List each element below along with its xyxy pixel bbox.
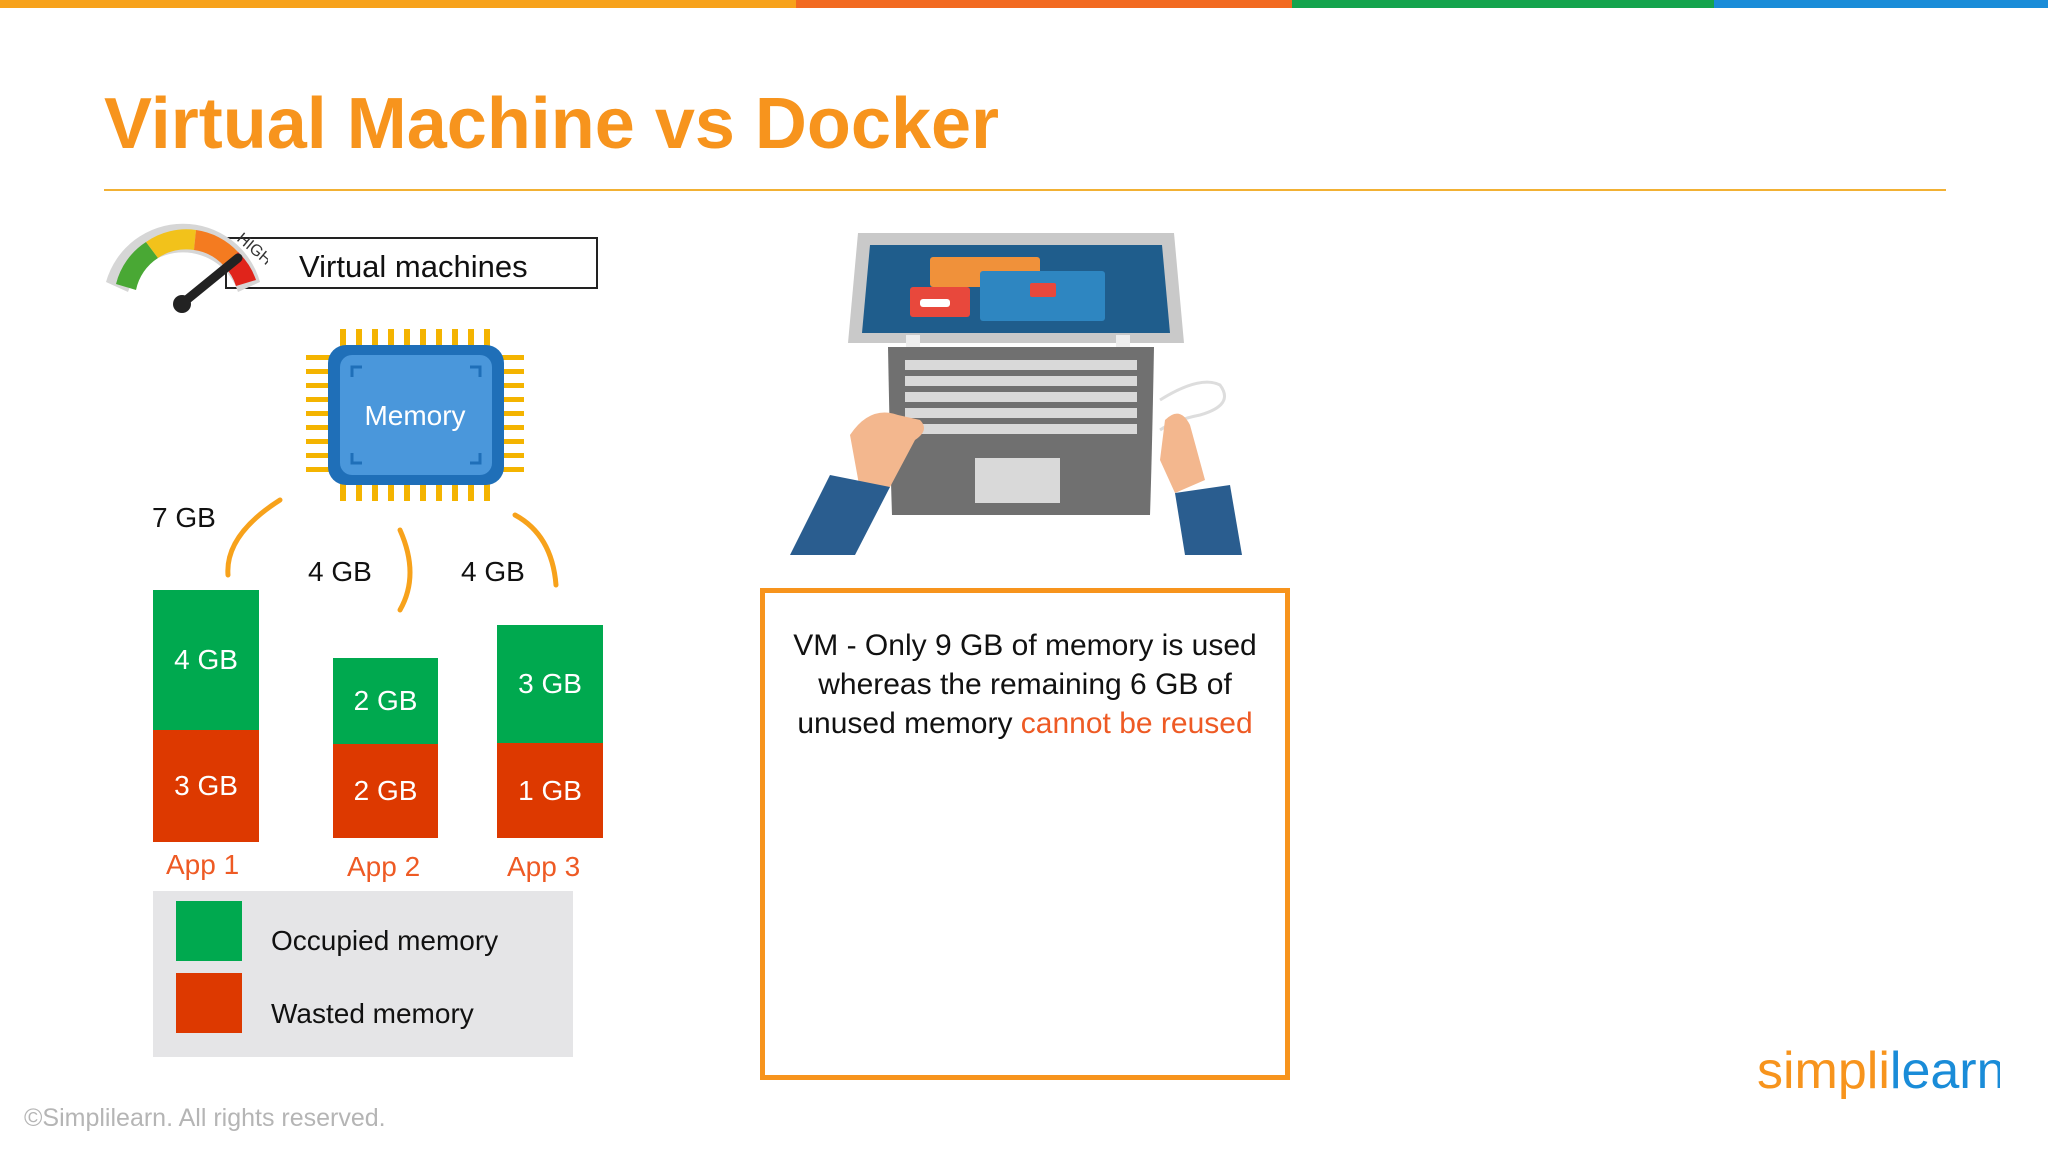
app1-occupied-bar: 4 GB: [153, 590, 259, 730]
app3-name: App 3: [507, 851, 581, 882]
app3-occupied-label: 3 GB: [518, 668, 582, 699]
info-box: VM - Only 9 GB of memory is used whereas…: [760, 588, 1290, 1080]
app1-wasted-label: 3 GB: [174, 770, 238, 801]
info-text-accent: cannot be reused: [1020, 707, 1253, 740]
app3-wasted-label: 1 GB: [518, 774, 582, 806]
allocation-app3: 4 GB: [461, 556, 525, 587]
memory-allocation-arcs: [225, 497, 559, 613]
top-bar-blue: [1714, 0, 2048, 8]
legend-occupied-label: Occupied memory: [271, 925, 499, 956]
app1-name: App 1: [166, 849, 240, 880]
top-bar-yellow: [0, 0, 796, 8]
allocation-app1: 7 GB: [152, 502, 216, 533]
memory-label: Memory: [364, 400, 466, 431]
slide-title: Virtual Machine vs Docker: [104, 84, 1000, 164]
app2-wasted-bar: 2 GB: [333, 744, 438, 838]
vm-label-box: Virtual machines: [225, 237, 598, 289]
app1-occupied-label: 4 GB: [174, 644, 238, 675]
app2-wasted-label: 2 GB: [353, 775, 418, 806]
simplilearn-logo-icon: simplilearn: [1757, 1042, 2000, 1100]
legend: Occupied memory Wasted memory: [153, 891, 573, 1057]
speedometer-icon: HIGH: [106, 223, 268, 313]
info-text-main: VM - Only 9 GB of memory is used whereas…: [793, 629, 1257, 740]
arc-app3: [512, 512, 559, 588]
app3-occupied-bar: 3 GB: [497, 625, 603, 743]
legend-wasted-label: Wasted memory: [271, 998, 474, 1029]
title-divider: [104, 189, 1946, 191]
logo-text: simplilearn: [1757, 1042, 2000, 1100]
app2-occupied-bar: 2 GB: [333, 658, 438, 744]
app1-wasted-bar: 3 GB: [153, 730, 259, 842]
vm-label: Virtual machines: [299, 249, 528, 284]
memory-chip-icon: [306, 329, 524, 501]
copyright-text: ©Simplilearn. All rights reserved.: [24, 1104, 386, 1132]
app2-occupied-label: 2 GB: [353, 685, 418, 716]
info-text: VM - Only 9 GB of memory is used whereas…: [775, 626, 1275, 743]
allocation-app2: 4 GB: [308, 556, 372, 587]
app2-name: App 2: [347, 851, 421, 882]
legend-occupied-swatch: [176, 901, 242, 961]
top-bar-green: [1292, 0, 1714, 8]
top-bar-orange: [796, 0, 1292, 8]
arc-app1: [225, 497, 283, 578]
arc-app2: [397, 527, 413, 613]
legend-wasted-swatch: [176, 973, 242, 1033]
app3-wasted-bar: 1 GB: [497, 743, 603, 838]
laptop-typing-icon: [790, 233, 1242, 555]
